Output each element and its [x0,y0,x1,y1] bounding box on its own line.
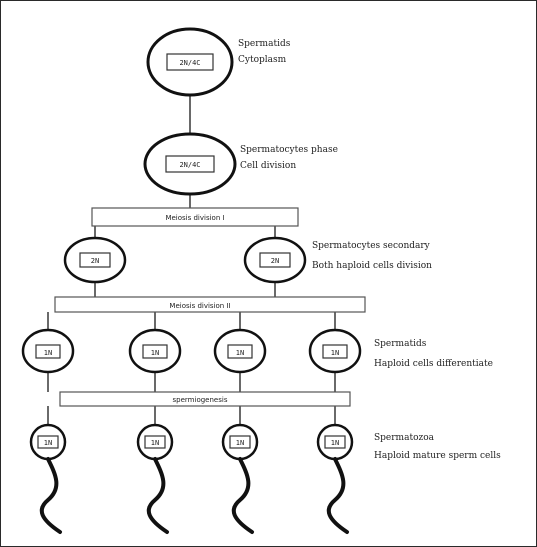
division-bar [59,391,351,407]
cell-tag [37,435,59,449]
level-subtitle: Cytoplasm [238,55,287,65]
cell-tag-text: 1N [44,349,52,357]
division-bar-text: spermiogenesis [173,396,228,404]
level-2: 2N/4C Spermatocytes phase Cell division [143,132,338,196]
cell-tag-text: 1N [331,349,339,357]
level-3: 2N 2N Spermatocytes secondary Both haplo… [63,236,432,284]
cell-tag-text: 2N [91,257,99,265]
level-subtitle: Cell division [240,161,296,171]
sperm-tail [231,457,254,534]
division-bar-1: Meiosis division I [91,207,299,227]
cell-tag-text: 1N [44,439,52,447]
cell-tag [324,435,346,449]
cell-tag-text: 1N [151,349,159,357]
sperm-tails [39,457,349,534]
cell-tag-text: 2N [271,257,279,265]
cell-tag-text: 1N [331,439,339,447]
cell-tag-text: 2N/4C [179,161,200,169]
cell-tag [259,252,291,268]
division-bar-text: Meiosis division I [165,214,224,222]
cell-tag-text: 1N [236,349,244,357]
level-1: 2N/4C Spermatids Cytoplasm [146,27,291,97]
cell-tag [227,344,253,359]
level-5: 1N 1N 1N 1N Spermatozoa Haploid mature s… [29,423,501,461]
cell-tag [166,53,214,71]
sperm-tail [146,457,169,534]
sperm-tail [326,457,349,534]
level-title: Spermatocytes phase [240,145,338,155]
level-subtitle: Both haploid cells division [312,261,432,271]
division-bar [91,207,299,227]
cell-tag-text: 1N [236,439,244,447]
division-bar-2: Meiosis division II [54,296,366,313]
division-bar-3: spermiogenesis [59,391,351,407]
level-title: Spermatids [238,39,291,49]
level-title: Spermatozoa [374,433,435,443]
cell-tag-text: 1N [151,439,159,447]
cell-tag [35,344,61,359]
level-title: Spermatids [374,339,427,349]
connectors [47,95,336,425]
level-subtitle: Haploid cells differentiate [374,359,493,369]
cell-tag [229,435,251,449]
cell-tag-text: 2N/4C [179,59,200,67]
level-4: 1N 1N 1N 1N Spermatids Haploid cells dif… [21,328,493,374]
cell-tag [79,252,111,268]
level-subtitle: Haploid mature sperm cells [374,451,501,461]
cell-tag [322,344,348,359]
division-bar [54,296,366,313]
sperm-tail [39,457,62,534]
cell-tag [165,155,215,173]
division-bar-text: Meiosis division II [169,302,230,310]
cell-tag [144,435,166,449]
cell-tag [142,344,168,359]
level-title: Spermatocytes secondary [312,241,431,251]
